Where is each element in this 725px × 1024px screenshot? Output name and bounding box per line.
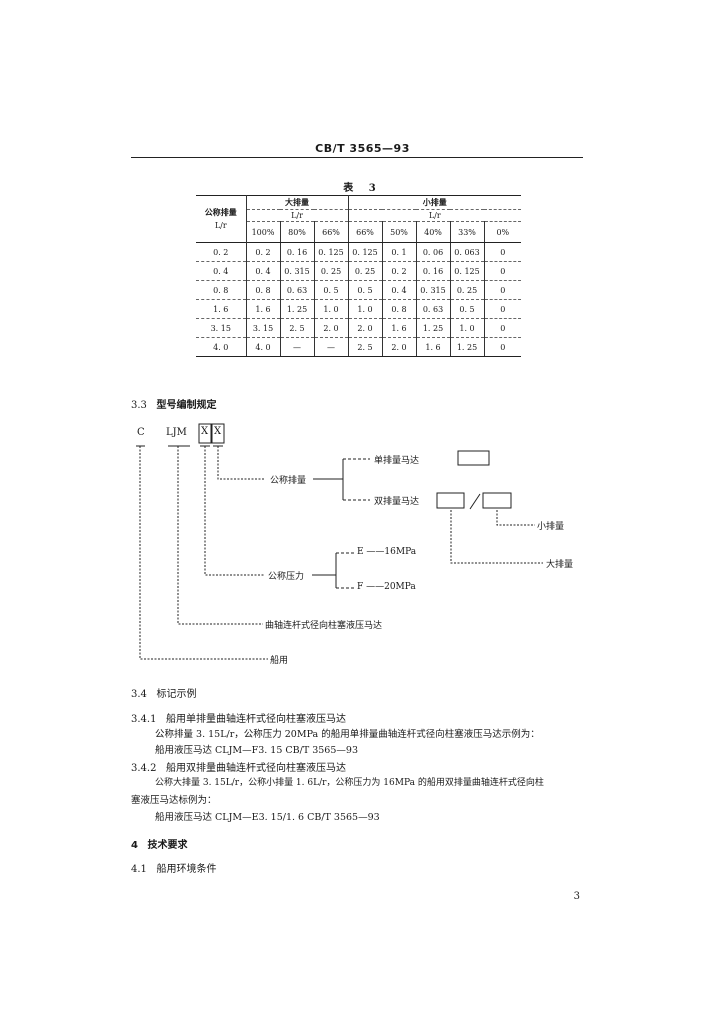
section-title: 技术要求	[147, 840, 188, 851]
section-title: 船用单排量曲轴连杆式径向柱塞液压马达	[166, 714, 346, 725]
large-disp-leader	[450, 510, 543, 564]
table-cell: 0	[483, 337, 522, 357]
nominal-disp-header: 公称排量 L/r	[196, 195, 247, 243]
code-box-1	[198, 423, 212, 444]
section-title: 型号编制规定	[156, 400, 217, 411]
section-number: 4	[131, 840, 138, 851]
nominal-disp-label: 公称排量	[204, 207, 237, 217]
section-title: 船用双排量曲轴连杆式径向柱塞液压马达	[166, 763, 346, 774]
label-e-option: E ——16MPa	[357, 547, 417, 557]
section-4-heading: 4 技术要求	[131, 836, 188, 851]
label-f-option: F ——20MPa	[357, 582, 416, 592]
code-c: C	[137, 427, 145, 438]
small-disp-box	[482, 492, 512, 509]
label-single-motor: 单排量马达	[374, 456, 420, 466]
section-3-3-heading: 3.3 型号编制规定	[131, 396, 216, 411]
table-caption: 表 3	[343, 183, 382, 194]
document-code-header: CB/T 3565—93	[315, 142, 410, 155]
section-title: 标记示例	[156, 689, 197, 700]
section-3-4-heading: 3.4 标记示例	[131, 685, 196, 700]
example-1-line-1: 公称排量 3. 15L/r，公称压力 20MPa 的船用单排量曲轴连杆式径向柱塞…	[155, 729, 540, 740]
page-number: 3	[573, 891, 580, 902]
section-3-4-2-heading: 3.4.2 船用双排量曲轴连杆式径向柱塞液压马达	[131, 759, 346, 774]
label-small-disp: 小排量	[537, 522, 565, 532]
example-2-line-3: 船用液压马达 CLJM—E3. 15/1. 6 CB/T 3565—93	[155, 812, 380, 823]
label-nominal-pressure: 公称压力	[268, 572, 305, 582]
section-number: 4.1	[131, 864, 147, 875]
example-2-line-2: 塞液压马达标例为：	[131, 795, 217, 806]
code-box-1-mark: X	[201, 426, 209, 437]
table-cell: —	[313, 337, 349, 357]
table-cell: 2. 0	[381, 337, 417, 357]
small-disp-leader	[496, 510, 535, 526]
section-number: 3.4.1	[131, 714, 157, 725]
section-title: 船用环境条件	[156, 864, 217, 875]
disp-leader	[217, 446, 265, 480]
example-1-line-2: 船用液压马达 CLJM—F3. 15 CB/T 3565—93	[155, 745, 358, 756]
code-ljm: LJM	[166, 427, 187, 438]
single-motor-box	[457, 450, 490, 466]
example-2-line-1: 公称大排量 3. 15L/r，公称小排量 1. 6L/r，公称压力为 16MPa…	[155, 778, 544, 788]
section-number: 3.3	[131, 400, 147, 411]
marine-leader	[139, 446, 268, 660]
section-number: 3.4	[131, 689, 147, 700]
label-crank-desc: 曲轴连杆式径向柱塞液压马达	[265, 621, 383, 631]
nominal-disp-unit: L/r	[214, 221, 227, 230]
label-dual-motor: 双排量马达	[374, 497, 420, 507]
slash	[469, 493, 481, 510]
header-rule	[131, 157, 583, 158]
code-box-2	[211, 423, 225, 444]
section-number: 3.4.2	[131, 763, 157, 774]
label-nominal-disp: 公称排量	[270, 476, 307, 486]
table-3: 公称排量 L/r 大排量 小排量 L/r L/r 100% 80% 66% 66…	[196, 195, 522, 357]
section-3-4-1-heading: 3.4.1 船用单排量曲轴连杆式径向柱塞液压马达	[131, 710, 346, 725]
code-box-2-mark: X	[214, 426, 222, 437]
section-4-1-heading: 4.1 船用环境条件	[131, 860, 216, 875]
pressure-leader	[204, 446, 264, 576]
crank-leader	[177, 446, 263, 625]
label-large-disp: 大排量	[546, 560, 574, 570]
large-disp-box	[436, 492, 465, 509]
label-marine: 船用	[270, 656, 289, 666]
